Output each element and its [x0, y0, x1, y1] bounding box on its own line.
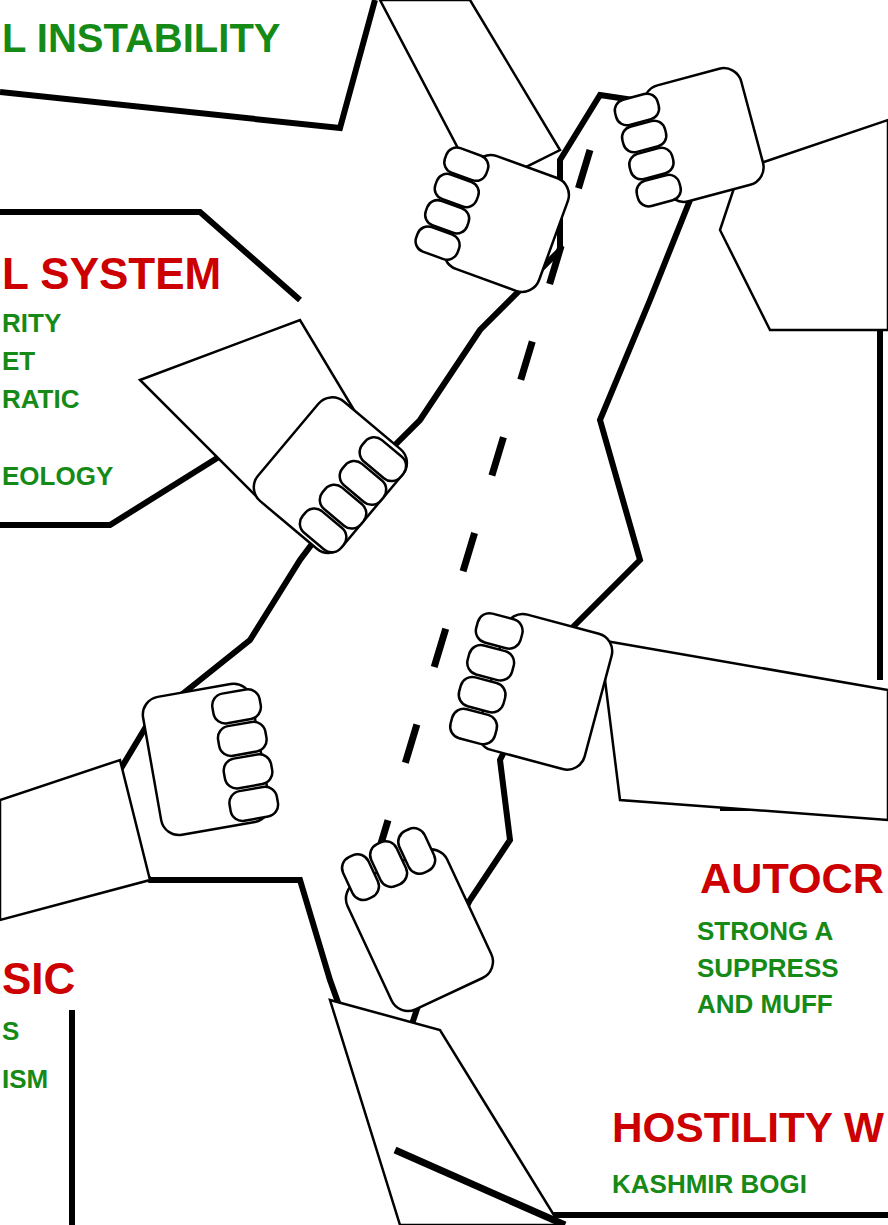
fists [140, 64, 768, 1017]
map-outline [90, 95, 700, 1120]
text-panel: HOSTILITY W KASHMIR BOGI [608, 1105, 886, 1201]
body-text: AND MUFF [697, 990, 833, 1019]
heading-text: SIC [2, 955, 75, 1003]
body-text: ET [2, 347, 35, 376]
text-panel: SIC S ISM [0, 955, 78, 1096]
heading-text: HOSTILITY W [612, 1105, 884, 1152]
body-text: EOLOGY [2, 462, 113, 491]
heading-text: L SYSTEM [2, 250, 221, 298]
text-panel: AUTOCR STRONG A SUPPRESS AND MUFF [695, 855, 886, 1021]
body-text: ISM [2, 1065, 48, 1094]
body-text: RATIC [2, 385, 80, 414]
stick-line [395, 1150, 565, 1225]
body-text: SUPPRESS [697, 954, 839, 983]
body-text: KASHMIR BOGI [612, 1170, 807, 1199]
dashed-line [370, 150, 590, 880]
text-panel: L INSTABILITY [0, 16, 283, 62]
body-text: RITY [2, 309, 61, 338]
heading-text: L INSTABILITY [2, 16, 281, 60]
heading-text: AUTOCR [700, 855, 884, 903]
body-text: S [2, 1017, 19, 1046]
text-panel: L SYSTEM RITY ET RATIC EOLOGY [0, 250, 224, 493]
body-text: STRONG A [697, 917, 833, 946]
